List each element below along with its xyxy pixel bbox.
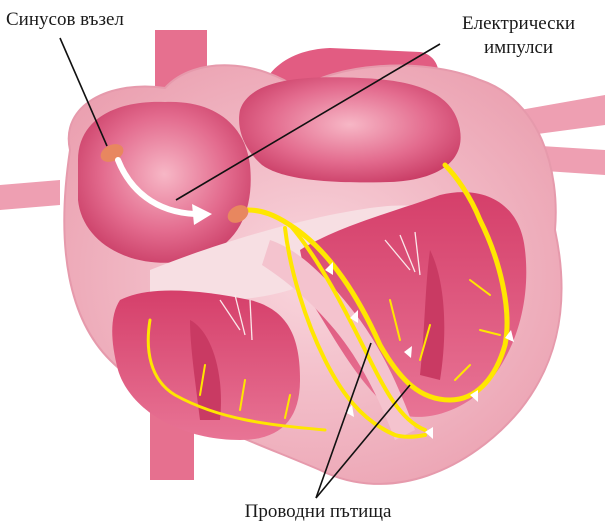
right-atrium — [78, 102, 251, 263]
heart-body — [64, 65, 561, 484]
left-atrium — [239, 77, 461, 182]
label-electric-impulses-line2: импулси — [436, 36, 601, 60]
label-conduction-pathways: Проводни пътища — [188, 500, 448, 524]
label-sinus-node: Синусов възел — [6, 8, 124, 32]
left-vessel — [0, 180, 60, 210]
label-electric-impulses-line1: Електрически — [436, 12, 601, 36]
label-electric-impulses: Електрически импулси — [436, 12, 601, 60]
